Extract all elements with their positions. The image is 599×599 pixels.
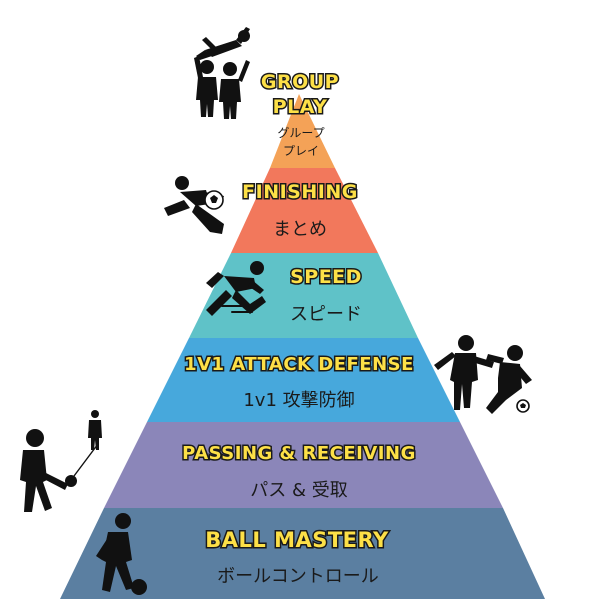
tier-band-speed [189, 253, 418, 338]
tier-label-speed: SPEED スピード [289, 265, 363, 326]
passing-players-icon [20, 410, 102, 512]
tier-subtitle: まとめ [273, 219, 327, 240]
tier-title: PASSING & RECEIVING [182, 443, 416, 464]
sprinting-player-icon [206, 261, 266, 316]
dribbling-player-icon [96, 513, 147, 595]
two-players-tackle-icon [434, 335, 532, 414]
tier-label-passing-receiving: PASSING & RECEIVING パス & 受取 [181, 442, 417, 502]
tier-subtitle: スピード [290, 304, 362, 325]
tier-label-finishing: FINISHING まとめ [241, 180, 359, 241]
tier-band-passing-receiving [104, 422, 503, 508]
tier-subtitle: 1v1 攻撃防御 [243, 390, 354, 411]
tier-title: BALL MASTERY [205, 528, 389, 552]
tier-title-line2: PLAY [273, 96, 328, 118]
tier-title-line1: GROUP [261, 71, 339, 93]
tier-band-group-play [270, 94, 335, 168]
tier-band-finishing [231, 168, 378, 253]
tier-label-attack-defense: 1V1 ATTACK DEFENSE 1v1 攻撃防御 [183, 353, 415, 412]
tier-band-ball-mastery [60, 508, 545, 599]
tier-title: 1V1 ATTACK DEFENSE [184, 354, 414, 375]
tier-title: SPEED [290, 266, 362, 288]
tier-subtitle: ボールコントロール [217, 566, 379, 587]
tier-subtitle-line2: プレイ [283, 144, 319, 158]
tier-subtitle-line1: グループ [277, 126, 324, 140]
tier-band-attack-defense [147, 338, 460, 422]
tier-subtitle: パス & 受取 [250, 480, 347, 501]
tier-title: FINISHING [242, 181, 358, 203]
tier-label-group-play: GROUP PLAY グループ プレイ [259, 70, 340, 159]
celebration-lift-icon [194, 27, 250, 119]
tier-label-ball-mastery: BALL MASTERY ボールコントロール [204, 527, 390, 588]
pyramid-bands [60, 94, 545, 599]
shooting-player-icon [164, 176, 224, 234]
